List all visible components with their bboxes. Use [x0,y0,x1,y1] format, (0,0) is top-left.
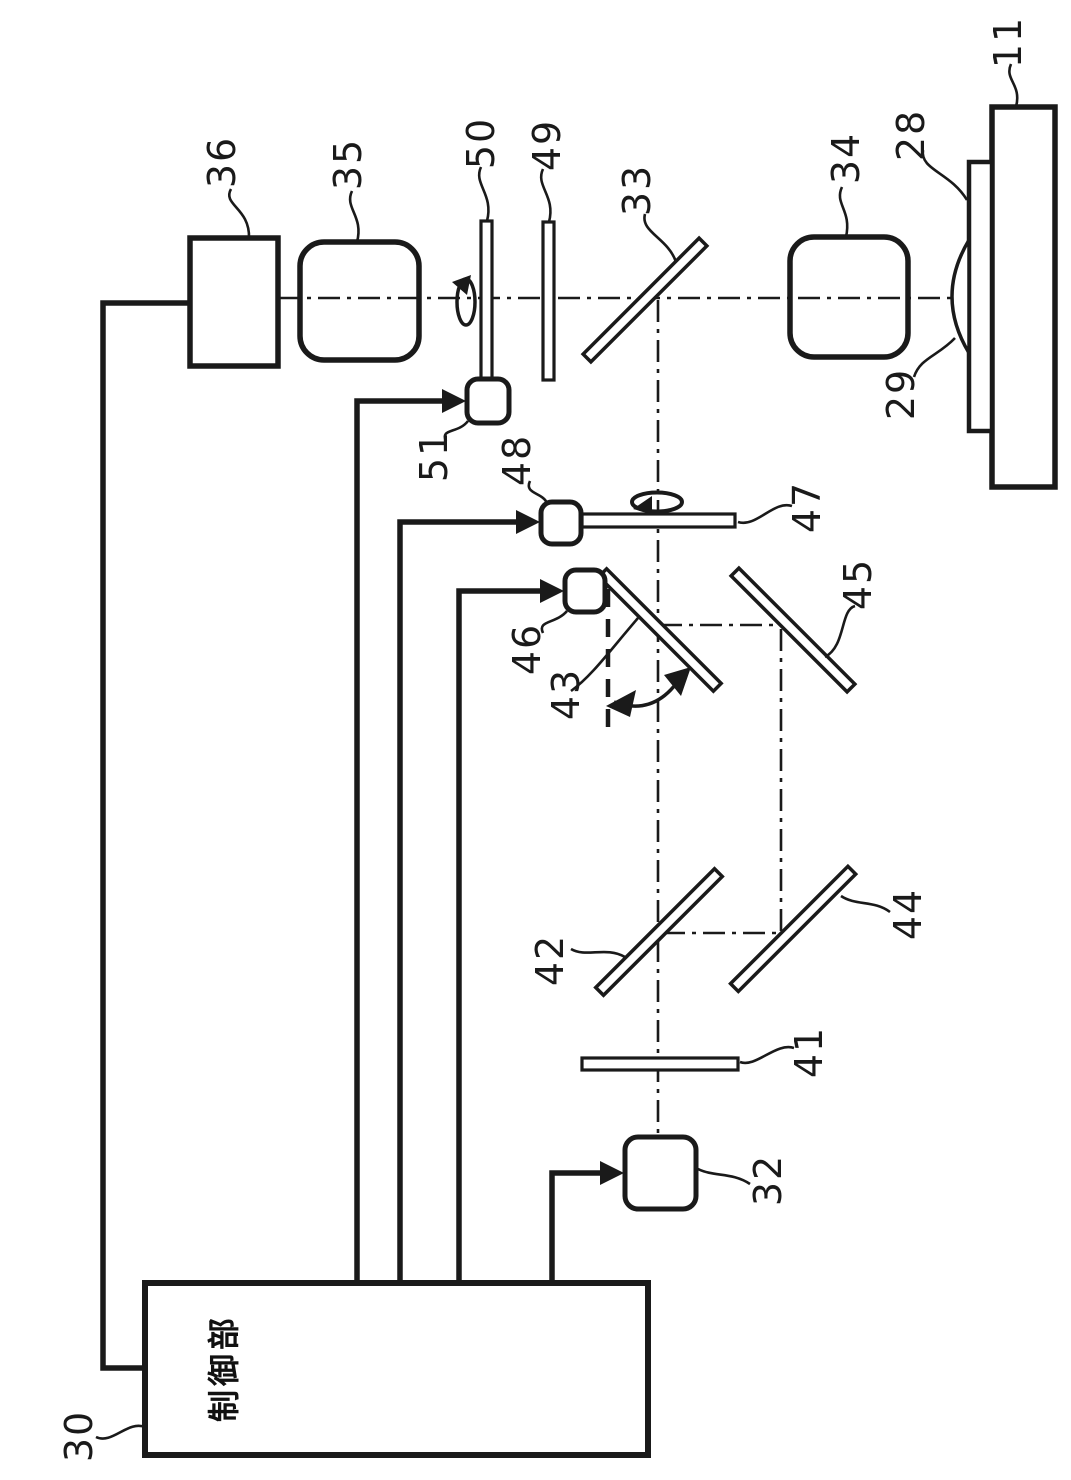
label-plate50: 50 [459,116,503,170]
rotation-arrow-47-icon [630,490,684,514]
mirror42 [593,866,725,998]
control-unit-title: 制御部 [205,1313,243,1423]
mirror43 [596,566,724,694]
beam-45-44-42 [660,629,783,935]
label-mirror33: 33 [615,163,659,217]
label-plate49: 49 [525,118,569,172]
control-line-to-unit36 [100,300,188,1371]
rotation-arrow-50-head-icon [452,275,471,295]
holder28-plate [966,159,995,434]
leader-51 [443,420,470,442]
leader-48 [527,480,549,504]
label-lens34: 34 [824,131,868,185]
control-line-to-source32 [549,1170,602,1283]
mirror33 [580,235,710,365]
swing-arrowhead-right-icon [664,667,691,696]
leader-50 [478,166,490,222]
label-lens35: 35 [326,137,370,191]
leader-44 [840,894,891,914]
swing-arrowhead-left-icon [606,690,636,717]
leader-46 [540,610,568,634]
control30-box [142,1280,651,1458]
label-motor51: 51 [412,429,456,483]
motor46-box [562,567,608,615]
mirror45 [728,565,858,695]
control-line-to-motor51 [354,398,444,1283]
label-plate41: 41 [787,1025,831,1079]
leader-41 [739,1045,795,1065]
label-lens29: 29 [879,367,923,421]
leader-33 [643,213,678,263]
leader-11 [1008,63,1019,108]
label-mirror44: 44 [886,887,930,941]
label-control30: 30 [57,1409,101,1463]
leader-34 [838,186,849,238]
source32-box [622,1134,699,1212]
label-motor48: 48 [495,433,539,487]
leader-42 [570,947,626,959]
mirror44 [728,863,859,994]
label-mirror45: 45 [836,557,880,611]
leader-36 [227,188,251,239]
leader-32 [697,1167,751,1186]
plate41 [580,1056,740,1072]
motor48-box [538,499,584,547]
lens35-box [297,239,422,363]
control-line-to-motor46 [456,588,543,1283]
motor51-box [464,376,512,426]
plate49 [541,220,556,382]
leader-29 [912,337,956,378]
label-mirror43: 43 [544,667,588,721]
unit36-box [187,235,281,369]
leader-28 [921,149,969,201]
rotation-arrow-47-head-icon [633,496,652,514]
leader-30 [95,1424,146,1440]
stage11-box [989,104,1058,490]
leader-45 [824,604,856,659]
lens29-shape [950,233,971,360]
plate47 [580,512,737,529]
leader-49 [540,168,552,223]
arrowhead-into-51-icon [442,389,466,413]
arrowhead-into-48-icon [516,510,540,534]
label-unit36: 36 [200,135,244,189]
label-source32: 32 [746,1153,790,1207]
arrowhead-into-46-icon [540,579,564,603]
label-motor46: 46 [505,622,549,676]
leader-35 [348,190,360,243]
leader-47 [737,503,793,525]
control-line-to-motor48 [397,519,519,1283]
label-holder28: 28 [889,108,933,162]
arrowhead-into-32-icon [600,1161,624,1185]
plate50 [479,219,494,381]
label-stage11: 11 [986,15,1030,69]
label-mirror42: 42 [528,933,572,987]
leader-43 [570,617,639,693]
label-plate47: 47 [785,480,829,534]
